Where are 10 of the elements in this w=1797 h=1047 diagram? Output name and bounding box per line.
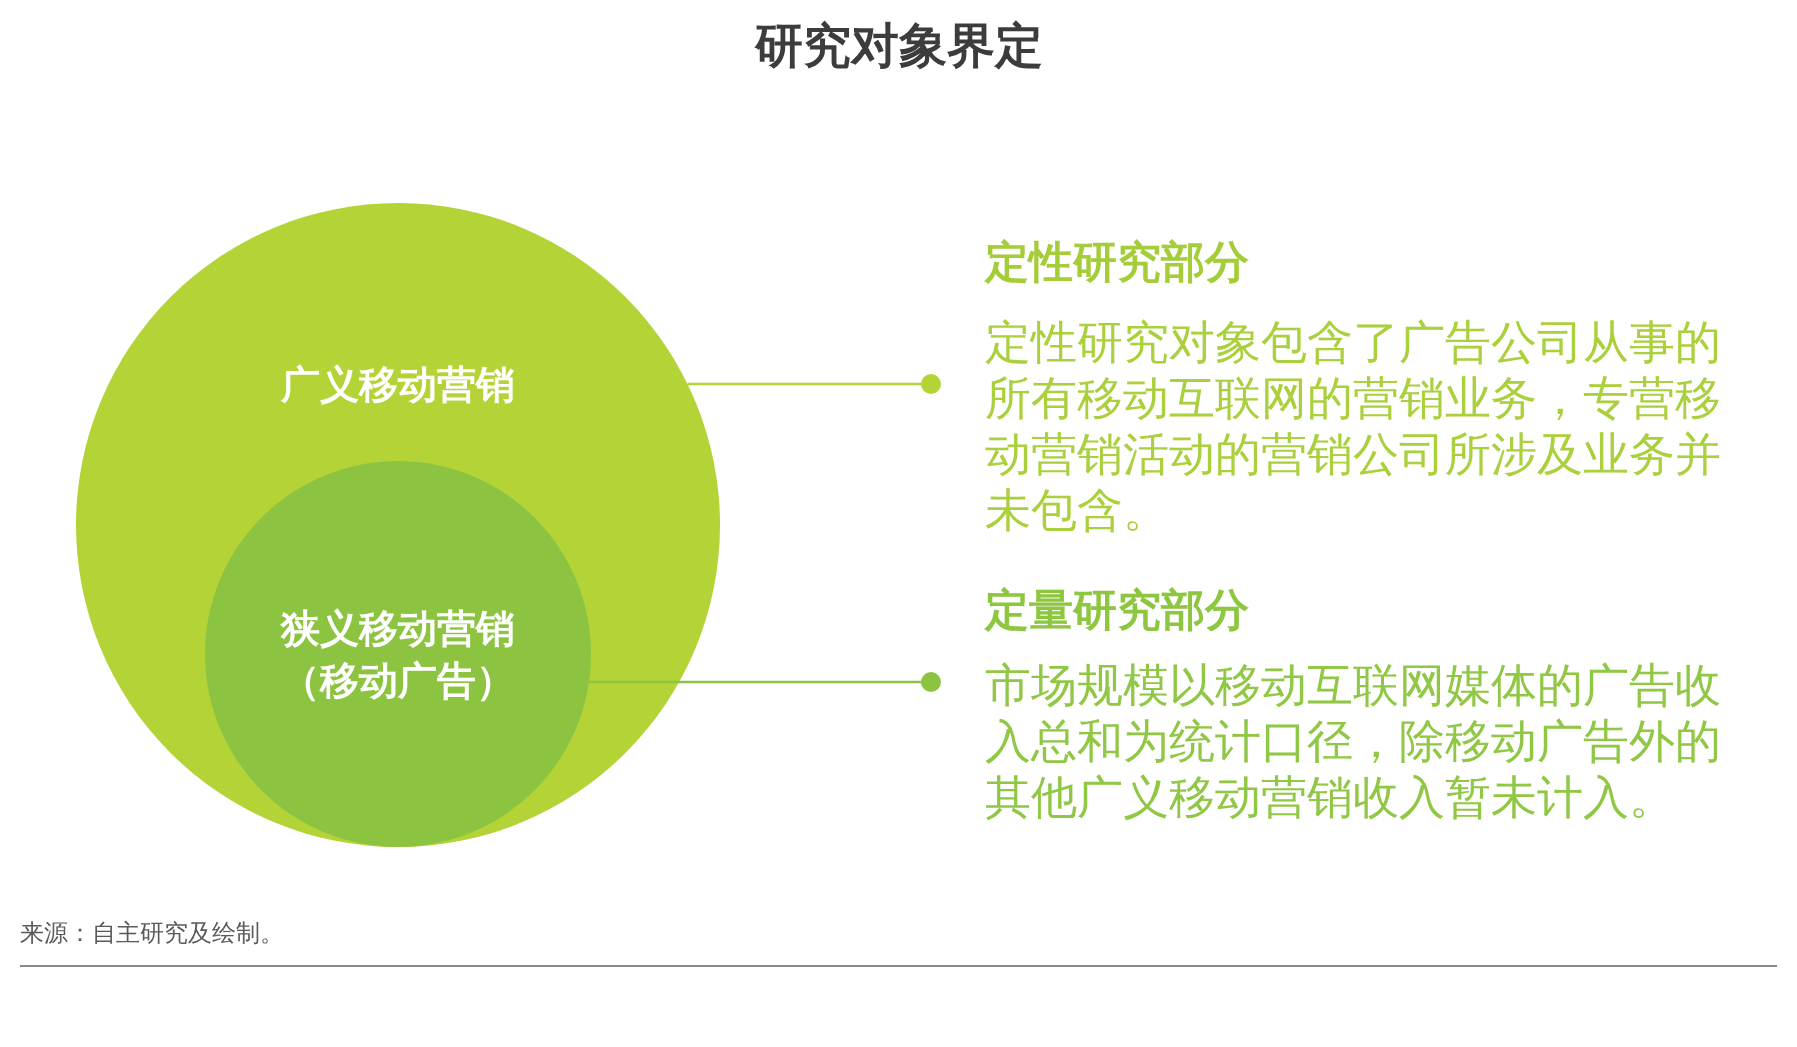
leader-line <box>589 672 941 692</box>
section-heading: 定量研究部分 <box>985 583 1249 637</box>
title: 研究对象界定 <box>754 16 1043 75</box>
circle-label: 狭义移动营销（移动广告） <box>279 605 516 705</box>
leader-line <box>687 374 941 394</box>
source-note: 来源：自主研究及绘制。 <box>20 918 284 948</box>
section-heading: 定性研究部分 <box>985 235 1249 289</box>
description-text: 定性研究对象包含了广告公司从事的所有移动互联网的营销业务，专营移动营销活动的营销公司所涉及业务并未包含。 <box>985 314 1722 538</box>
description-text: 市场规模以移动互联网媒体的广告收入总和为统计口径，除移动广告外的其他广义移动营销收入暂未计入。 <box>985 657 1722 825</box>
circle-label: 广义移动营销 <box>281 361 515 409</box>
